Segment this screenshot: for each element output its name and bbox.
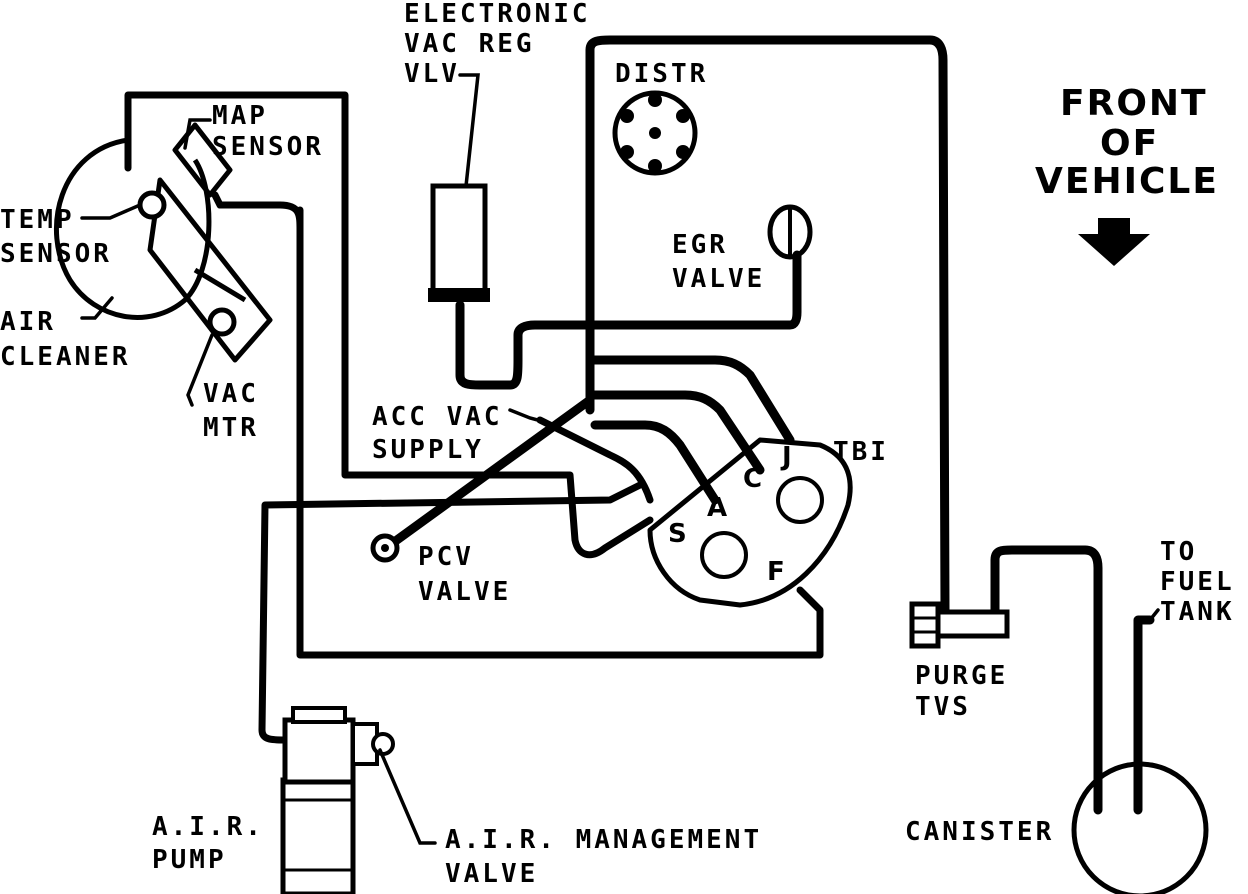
tbi-port-a: A — [707, 493, 727, 523]
label-temp-sensor-line1: TEMP — [0, 205, 75, 235]
tbi-unit — [647, 437, 853, 608]
label-to-fuel-tank-line2: FUEL — [1160, 567, 1235, 597]
vacuum-hoses — [124, 35, 1155, 815]
air-pump-body — [280, 777, 356, 894]
electronic-vac-reg-valve — [428, 183, 490, 302]
label-pcv-valve-line1: PCV — [418, 542, 474, 572]
label-air-management-valve-line1: A.I.R. MANAGEMENT — [445, 825, 762, 855]
label-air-management-valve-line2: VALVE — [445, 859, 538, 889]
label-electronic-vac-reg-valve-line2: VAC REG — [404, 29, 535, 59]
label-pcv-valve-line2: VALVE — [418, 577, 511, 607]
tbi-injector-left — [700, 531, 748, 579]
label-map-sensor-line2: SENSOR — [212, 132, 324, 162]
egr-valve — [767, 204, 813, 260]
label-acc-vac-supply-line1: ACC VAC — [372, 402, 503, 432]
label-purge-tvs-line2: TVS — [915, 692, 971, 722]
label-electronic-vac-reg-valve-line1: ELECTRONIC — [404, 0, 591, 29]
label-purge-tvs-line1: PURGE — [915, 661, 1008, 691]
evrv-body — [430, 183, 488, 297]
label-acc-vac-supply-line2: SUPPLY — [372, 435, 484, 465]
label-to-fuel-tank-line3: TANK — [1160, 597, 1235, 627]
label-egr-valve-line2: VALVE — [672, 264, 765, 294]
vac-motor-bracket — [193, 267, 247, 303]
tbi-body — [647, 437, 853, 608]
label-air-pump-line2: PUMP — [152, 845, 227, 875]
distributor — [612, 90, 698, 176]
tbi-injector-right — [776, 476, 824, 524]
label-front-of-vehicle-line1: FRONT — [1060, 83, 1208, 124]
front-of-vehicle-arrow-icon — [1078, 218, 1150, 266]
label-vac-motor-line2: MTR — [203, 413, 259, 443]
label-map-sensor-line1: MAP — [212, 101, 268, 131]
tbi-port-j: J — [780, 442, 792, 472]
tbi-port-c: C — [743, 464, 762, 494]
label-canister: CANISTER — [905, 817, 1054, 847]
purge-tvs-hex — [909, 601, 941, 649]
label-distributor: DISTR — [615, 59, 708, 89]
air-cleaner-body — [54, 137, 212, 320]
tbi-port-f: F — [767, 557, 785, 587]
label-to-fuel-tank-line1: TO — [1160, 537, 1197, 567]
label-vac-motor-line1: VAC — [203, 379, 259, 409]
temp-sensor-port — [137, 190, 167, 220]
evap-canister — [1071, 761, 1209, 894]
label-electronic-vac-reg-valve-line3: VLV — [404, 59, 460, 89]
label-tbi: TBI — [833, 437, 889, 467]
pcv-valve — [370, 533, 400, 563]
label-egr-valve-line1: EGR — [672, 230, 728, 260]
label-air-cleaner-line2: CLEANER — [0, 342, 131, 372]
label-air-cleaner-line1: AIR — [0, 307, 56, 337]
vac-motor — [207, 307, 237, 337]
purge-tvs-body — [932, 609, 1010, 639]
label-front-of-vehicle-line3: VEHICLE — [1035, 161, 1219, 202]
air-mgmt-valve-body — [282, 717, 356, 785]
label-air-pump-line1: A.I.R. — [152, 812, 264, 842]
leader-lines — [80, 73, 1160, 845]
air-pump-assembly — [280, 706, 395, 894]
purge-tvs — [909, 601, 1010, 649]
tbi-port-s: S — [668, 519, 687, 549]
label-front-of-vehicle-line2: OF — [1100, 123, 1159, 164]
air-cleaner-snorkel — [147, 177, 273, 363]
label-temp-sensor-line2: SENSOR — [0, 239, 112, 269]
